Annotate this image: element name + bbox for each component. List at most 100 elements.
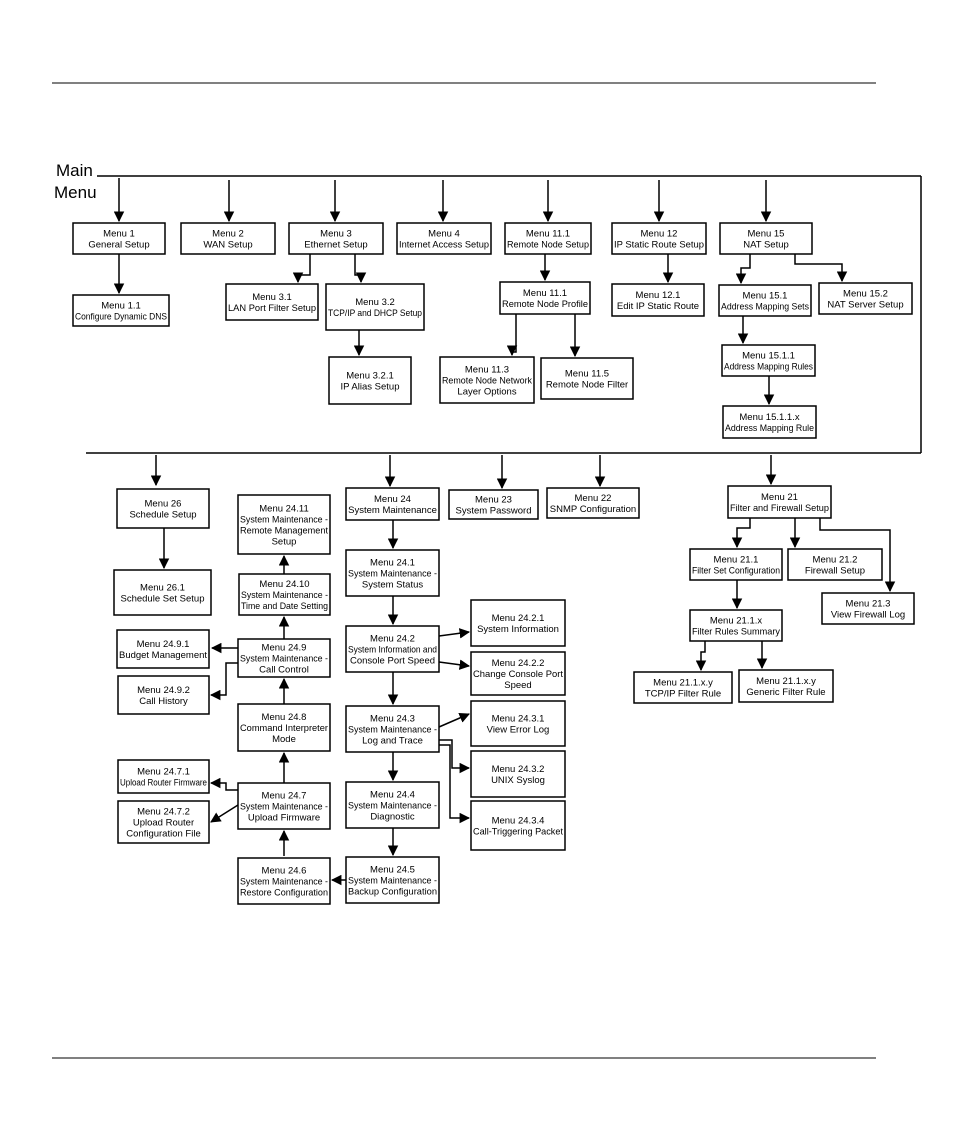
menu-box-label: System Information	[477, 624, 559, 635]
menu-box-label: Menu 15.1.1.x	[739, 412, 799, 423]
menu-box-label: System Maintenance -	[240, 515, 328, 526]
menu-box-label: System Maintenance -	[241, 590, 328, 601]
menu-box-frame	[718, 284, 812, 317]
menu-box-label: Menu 24.3.2	[492, 764, 545, 775]
menu-box-frame	[821, 592, 915, 625]
menu-box-label: Menu 15	[748, 229, 785, 240]
connector-arrow	[735, 254, 751, 285]
menu-box-frame	[238, 573, 331, 616]
menu-box-frame	[611, 283, 705, 317]
connector-arrow	[209, 777, 238, 791]
connector-arrow	[438, 712, 470, 728]
connector-arrow	[438, 659, 471, 670]
main-menu-label-2: Menu	[54, 183, 97, 202]
connector-lines	[113, 178, 896, 886]
menu-box-label: Menu 24.3.4	[492, 816, 545, 827]
menu-box-label: Menu 24.2.2	[492, 658, 545, 669]
menu-box-label: Menu 2	[212, 229, 244, 240]
menu-box-label: Menu 15.1	[743, 291, 788, 302]
menu-box-frame	[117, 800, 210, 844]
menu-box-label: Menu 24.2.1	[492, 613, 545, 624]
menu-box-label: System Maintenance -	[348, 725, 437, 736]
menu-box-label: Menu 3	[320, 229, 352, 240]
menu-box-frame	[611, 222, 707, 255]
menu-box-label: Backup Configuration	[348, 887, 437, 898]
menu-box-frame	[237, 703, 331, 752]
menu-box-frame	[117, 759, 210, 794]
menu-box-label: Change Console Port	[473, 669, 563, 680]
menu-box-label: Menu 24.8	[262, 712, 307, 723]
menu-box-label: Menu 12	[641, 229, 678, 240]
menu-box-label: Menu 24.3	[370, 714, 415, 725]
menu-box-label: Menu 24.6	[262, 866, 307, 877]
menu-box-label: IP Alias Setup	[341, 382, 400, 393]
menu-box-label: Menu 24.10	[259, 579, 309, 590]
menu-box-label: Firewall Setup	[805, 566, 865, 577]
menu-box-label: Menu 24.4	[370, 790, 415, 801]
menu-box-label: IP Static Route Setup	[614, 240, 704, 251]
menu-box-frame	[345, 549, 440, 597]
menu-box-label: Call Control	[259, 665, 309, 676]
menu-box-label: Menu 21.1.x.y	[653, 678, 713, 689]
menu-box-label: SNMP Configuration	[550, 504, 636, 515]
menu-box-frame	[722, 405, 817, 439]
menu-box-label: Menu 4	[428, 229, 460, 240]
menu-box-label: Menu 24.2	[370, 634, 415, 645]
menu-box-label: Menu 21.1.x	[710, 616, 763, 627]
menu-box-label: Ethernet Setup	[304, 240, 367, 251]
connector-arrow	[439, 739, 471, 774]
menu-box-label: Address Mapping Rule	[725, 423, 814, 434]
menu-box-frame	[116, 629, 210, 669]
menu-box-label: System Password	[455, 506, 531, 517]
menu-box-frame	[546, 487, 640, 519]
menu-box-label: Menu 24.11	[259, 504, 308, 515]
menu-box-frame	[470, 651, 566, 696]
menu-box-frame	[237, 638, 331, 678]
menu-box-label: System Maintenance -	[240, 802, 328, 813]
menu-box-label: TCP/IP and DHCP Setup	[328, 308, 422, 319]
menu-box-label: Address Mapping Rules	[724, 362, 813, 373]
menu-box-frame	[721, 344, 816, 377]
connector-arrow	[210, 804, 239, 823]
connector-arrow	[695, 641, 707, 672]
menu-box-label: Remote Node Profile	[502, 299, 588, 310]
menu-box-label: Edit IP Static Route	[617, 301, 699, 312]
menu-box-label: Diagnostic	[370, 812, 415, 823]
menu-box-label: NAT Setup	[743, 240, 789, 251]
menu-box-label: Schedule Setup	[129, 510, 196, 521]
menu-box-frame	[180, 222, 276, 255]
menu-box-frame	[237, 782, 331, 830]
menu-box-label: Menu 24.9	[262, 643, 307, 654]
menu-box-label: View Error Log	[487, 725, 550, 736]
menu-box-label: Log and Trace	[362, 736, 423, 747]
menu-box-label: Upload Firmware	[248, 813, 320, 824]
menu-box-label: View Firewall Log	[831, 610, 905, 621]
menu-box-label: Schedule Set Setup	[121, 594, 205, 605]
menu-box-label: Menu 11.1	[526, 229, 570, 240]
menu-box-frame	[72, 294, 170, 327]
menu-box-frame	[345, 856, 440, 904]
menu-box-label: Menu 21.2	[813, 555, 858, 566]
menu-box-frame	[345, 625, 440, 673]
menu-box-label: System Maintenance -	[240, 877, 328, 888]
